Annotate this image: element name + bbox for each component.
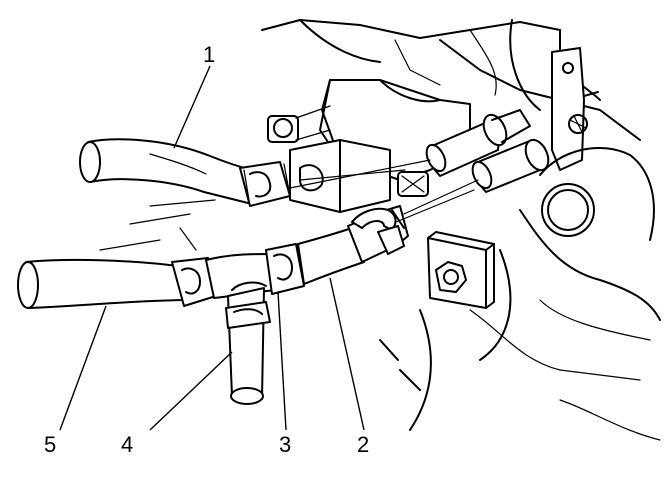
callout-label-5: 5	[44, 432, 56, 457]
upper-outlet-pipe	[425, 109, 531, 177]
engine-block	[261, 19, 661, 441]
upper-hose-routing-line-2	[299, 169, 406, 181]
lower-outlet-pipe	[471, 138, 550, 193]
spring-clamp-right	[351, 207, 405, 255]
callout-label-3: 3	[279, 432, 291, 457]
lower-heater-hose	[17, 258, 191, 309]
leader-line-5	[59, 305, 107, 431]
callout-label-2: 2	[357, 432, 369, 457]
upper-hose-clamp	[239, 161, 291, 207]
lower-hose-routing-line-2	[395, 189, 475, 223]
leader-line-1	[173, 65, 211, 149]
leader-line-3	[277, 291, 287, 431]
leader-line-2	[329, 277, 365, 431]
background-strokes	[99, 199, 216, 251]
hose-clamp-middle	[265, 243, 305, 295]
upper-heater-hose	[79, 138, 253, 205]
lower-hose-routing-line	[403, 179, 479, 215]
lower-bracket	[427, 231, 495, 309]
hose-tee-section	[205, 253, 277, 405]
tee-hose-clamp	[225, 301, 271, 329]
callout-label-4: 4	[121, 432, 133, 457]
callout-label-1: 1	[203, 42, 215, 67]
leader-line-4	[149, 351, 233, 431]
